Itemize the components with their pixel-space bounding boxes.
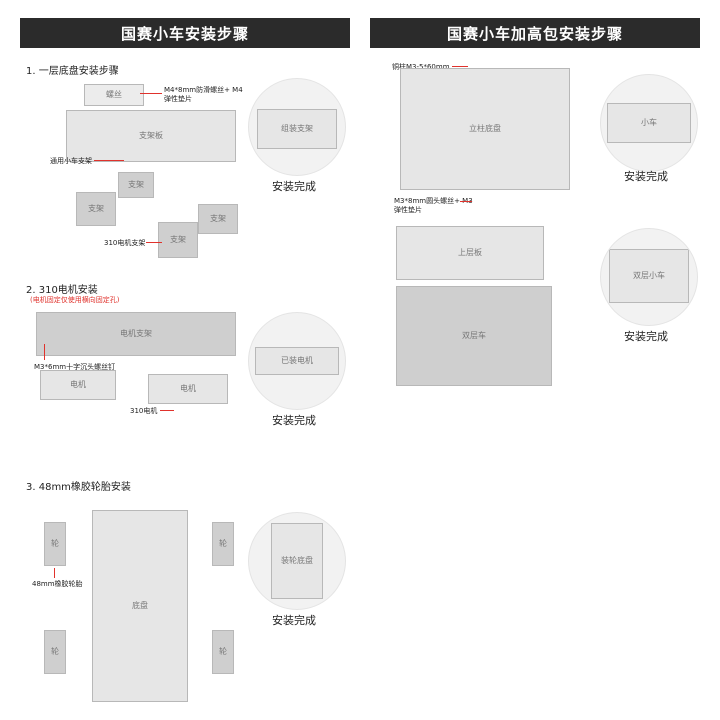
step3-result-figure-label: 装轮底盘	[281, 556, 313, 566]
step3-chassis-figure-label: 底盘	[132, 601, 148, 611]
step3-done: 安装完成	[272, 614, 316, 627]
step1-bracket-plate-figure: 支架板	[66, 110, 236, 162]
step1-bracket-plate-figure-label: 支架板	[139, 131, 163, 141]
step2-motor-figure-1-label: 电机	[70, 380, 86, 390]
step2-note: (电机固定仅使用横向固定孔)	[30, 296, 120, 304]
step3-wheel-figure-tl-label: 轮	[51, 539, 59, 549]
right-title: 国赛小车加高包安装步骤	[446, 24, 623, 43]
right-done-2: 安装完成	[624, 330, 668, 343]
right-leader-pillar	[452, 66, 468, 67]
step2-label-screws: M3*6mm十字沉头螺丝钉	[34, 363, 116, 371]
left-title: 国赛小车安装步骤	[120, 24, 249, 43]
right-leader-screws	[460, 201, 472, 202]
step1-mount-figure-2: 支架	[76, 192, 116, 226]
right-pillars-chassis-figure-label: 立柱底盘	[469, 124, 501, 134]
step1-label-motor-mount: 310电机支架	[104, 239, 146, 247]
step1-title: 1. 一层底盘安装步骤	[26, 66, 119, 77]
step2-motor-mounts-figure: 电机支架	[36, 312, 236, 356]
step1-result-figure: 组装支架	[257, 109, 337, 149]
step3-wheel-figure-bl: 轮	[44, 630, 66, 674]
step3-chassis-figure: 底盘	[92, 510, 188, 702]
right-two-layer-figure: 双层车	[396, 286, 552, 386]
step2-motor-figure-1: 电机	[40, 370, 116, 400]
right-label-screws: M3*8mm圆头螺丝+ M3弹性垫片	[394, 197, 473, 214]
step1-leader-bracket	[94, 160, 124, 161]
right-result-figure-1: 小车	[607, 103, 691, 143]
step1-mount-figure-3-label: 支架	[210, 214, 226, 224]
step2-result-circle: 已装电机	[248, 312, 346, 410]
step3-wheel-figure-tr-label: 轮	[219, 539, 227, 549]
step3-wheel-figure-tr: 轮	[212, 522, 234, 566]
step3-wheel-figure-br: 轮	[212, 630, 234, 674]
step2-result-figure: 已装电机	[255, 347, 339, 375]
step3-label-tire: 48mm橡胶轮胎	[32, 580, 83, 588]
step1-label-screws: M4*8mm防滑螺丝+ M4弹性垫片	[164, 86, 243, 103]
right-result-figure-2-label: 双层小车	[633, 271, 665, 281]
step1-screws-figure: 螺丝	[84, 84, 144, 106]
right-two-layer-figure-label: 双层车	[462, 331, 486, 341]
step3-title: 3. 48mm橡胶轮胎安装	[26, 482, 131, 493]
right-top-plate-figure: 上层板	[396, 226, 544, 280]
step3-wheel-figure-tl: 轮	[44, 522, 66, 566]
step2-motor-mounts-figure-label: 电机支架	[120, 329, 152, 339]
step1-result-figure-label: 组装支架	[281, 124, 313, 134]
step1-mount-figure-3: 支架	[198, 204, 238, 234]
right-top-plate-figure-label: 上层板	[458, 248, 482, 258]
step1-screws-figure-label: 螺丝	[106, 90, 122, 100]
right-result-figure-1-label: 小车	[641, 118, 657, 128]
step3-leader-tire	[54, 568, 55, 578]
right-label-pillar: 铜柱M3-5*60mm	[392, 63, 450, 71]
right-done-1: 安装完成	[624, 170, 668, 183]
step2-leader-screws	[44, 344, 45, 360]
step2-label-motor: 310电机	[130, 407, 158, 415]
step3-result-figure: 装轮底盘	[271, 523, 323, 599]
step1-leader-screws	[140, 93, 162, 94]
step1-mount-figure-4: 支架	[158, 222, 198, 258]
step3-wheel-figure-br-label: 轮	[219, 647, 227, 657]
right-result-circle-1: 小车	[600, 74, 698, 172]
step1-mount-figure-2-label: 支架	[88, 204, 104, 214]
right-result-figure-2: 双层小车	[609, 249, 689, 303]
step2-leader-motor	[160, 410, 174, 411]
step2-done: 安装完成	[272, 414, 316, 427]
left-title-banner: 国赛小车安装步骤	[20, 18, 350, 48]
step1-mount-figure-1: 支架	[118, 172, 154, 198]
step2-motor-figure-2-label: 电机	[180, 384, 196, 394]
step2-title: 2. 310电机安装	[26, 285, 98, 296]
step1-mount-figure-1-label: 支架	[128, 180, 144, 190]
step3-wheel-figure-bl-label: 轮	[51, 647, 59, 657]
step2-result-figure-label: 已装电机	[281, 356, 313, 366]
step3-result-circle: 装轮底盘	[248, 512, 346, 610]
step1-leader-motor-mount	[146, 242, 162, 243]
step2-motor-figure-2: 电机	[148, 374, 228, 404]
right-pillars-chassis-figure: 立柱底盘	[400, 68, 570, 190]
right-result-circle-2: 双层小车	[600, 228, 698, 326]
step1-label-bracket: 通用小车支架	[50, 157, 92, 165]
step1-done: 安装完成	[272, 180, 316, 193]
step1-result-circle: 组装支架	[248, 78, 346, 176]
right-title-banner: 国赛小车加高包安装步骤	[370, 18, 700, 48]
step1-mount-figure-4-label: 支架	[170, 235, 186, 245]
